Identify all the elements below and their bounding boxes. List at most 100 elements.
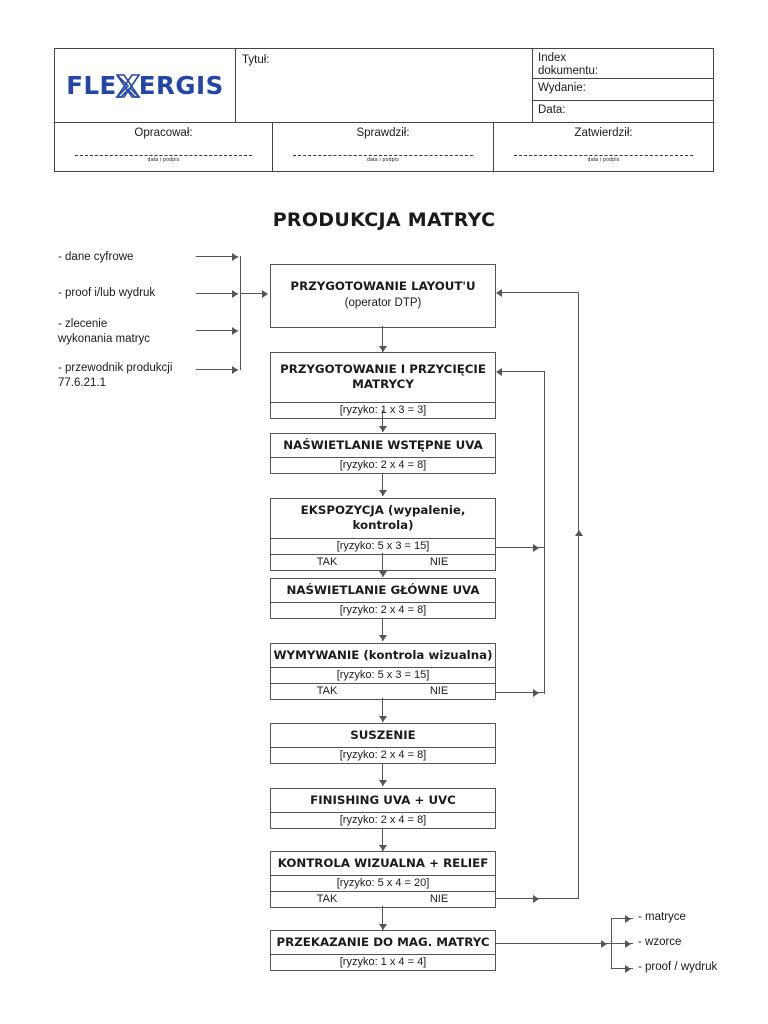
- wydanie-field[interactable]: Wydanie:: [533, 79, 713, 101]
- process-box-risk: [ryzyko: 1 x 3 = 3]: [271, 401, 495, 418]
- decision-yes[interactable]: TAK: [316, 555, 338, 568]
- input-merge-arrow-head: [262, 289, 268, 298]
- signature-cell-opracowal[interactable]: Opracował: data i podpis: [55, 123, 273, 171]
- feedback-line-vertical-inner-lower: [544, 548, 546, 694]
- process-box-risk: [ryzyko: 1 x 4 = 4]: [271, 954, 495, 970]
- x-mark-icon: [114, 73, 141, 99]
- input-arrow-head: [232, 365, 238, 374]
- flow-line: [382, 764, 384, 786]
- input-connector-line: [196, 330, 238, 332]
- flow-line: [382, 410, 384, 432]
- decision-no[interactable]: NIE: [429, 555, 449, 568]
- decision-no[interactable]: NIE: [429, 893, 449, 906]
- input-label-dane-cyfrowe: - dane cyfrowe: [58, 251, 134, 263]
- process-box-naswietlanie-wstepne[interactable]: NAŚWIETLANIE WSTĘPNE UVA [ryzyko: 2 x 4 …: [270, 433, 496, 475]
- process-box-ekspozycja[interactable]: EKSPOZYCJA (wypalenie, kontrola) [ryzyko…: [270, 498, 496, 571]
- signature-dashed-line: [292, 155, 474, 156]
- process-box-sub-text: (operator DTP): [344, 297, 422, 310]
- flow-line: [382, 829, 384, 851]
- signature-sub-label: data i podpis: [366, 157, 400, 163]
- decision-yes[interactable]: TAK: [316, 893, 338, 906]
- flow-arrow-head: [379, 845, 387, 851]
- output-arrow-head: [625, 914, 631, 923]
- flow-line: [382, 906, 384, 930]
- signature-row: Opracował: data i podpis Sprawdził: data…: [55, 123, 713, 171]
- signature-cell-zatwierdzil[interactable]: Zatwierdził: data i podpis: [494, 123, 713, 171]
- signature-title: Opracował:: [134, 127, 193, 139]
- logo-text-left: FLE: [66, 71, 117, 100]
- flow-arrow-head: [379, 346, 387, 352]
- signature-sub-label: data i podpis: [587, 157, 620, 163]
- document-header-table: FLE ERGIS Tytuł: Index dokumentu: Wydani…: [54, 48, 714, 172]
- process-box-risk: [ryzyko: 2 x 4 = 8]: [271, 747, 495, 763]
- flow-arrow-head: [379, 924, 387, 930]
- flow-arrow-head: [379, 780, 387, 786]
- header-meta-column: Index dokumentu: Wydanie: Data:: [533, 49, 713, 122]
- decision-row: TAK NIE: [271, 683, 495, 699]
- input-connector-line: [196, 256, 238, 258]
- feedback-line-to-matrycy: [500, 371, 545, 373]
- input-arrow-head: [232, 252, 238, 261]
- feedback-arrow-head: [533, 688, 539, 697]
- process-box-naswietlanie-glowne[interactable]: NAŚWIETLANIE GŁÓWNE UVA [ryzyko: 2 x 4 =…: [270, 578, 496, 620]
- header-top-row: FLE ERGIS Tytuł: Index dokumentu: Wydani…: [55, 49, 713, 123]
- decision-yes[interactable]: TAK: [316, 685, 338, 698]
- output-label-matryce: - matryce: [638, 911, 686, 923]
- input-arrow-head: [232, 326, 238, 335]
- process-box-title: SUSZENIE: [350, 728, 416, 742]
- decision-no[interactable]: NIE: [429, 685, 449, 698]
- output-arrow-head: [625, 964, 631, 973]
- process-box-layout[interactable]: PRZYGOTOWANIE LAYOUT'U (operator DTP): [270, 264, 496, 329]
- input-label-proof-wydruk: - proof i/lub wydruk: [58, 287, 156, 299]
- flow-arrow-head: [379, 716, 387, 722]
- flow-arrow-head: [379, 571, 387, 577]
- index-dokumentu-field[interactable]: Index dokumentu:: [533, 49, 713, 79]
- feedback-arrow-head-up: [575, 530, 583, 536]
- process-box-risk: [ryzyko: 2 x 4 = 8]: [271, 457, 495, 473]
- feedback-arrow-head: [496, 367, 502, 376]
- process-box-przekazanie[interactable]: PRZEKAZANIE DO MAG. MATRYC [ryzyko: 1 x …: [270, 930, 496, 972]
- input-label-zlecenie: - zlecenie wykonania matryc: [58, 318, 151, 345]
- output-label-proof-wydruk: - proof / wydruk: [638, 961, 718, 973]
- process-box-title: FINISHING UVA + UVC: [310, 793, 456, 807]
- process-box-title: WYMYWANIE (kontrola wizualna): [273, 648, 493, 662]
- flexergis-logo-wordmark: FLE ERGIS: [66, 71, 224, 100]
- process-box-title: NAŚWIETLANIE GŁÓWNE UVA: [286, 583, 480, 597]
- company-logo: FLE ERGIS: [55, 49, 236, 122]
- process-box-kontrola-relief[interactable]: KONTROLA WIZUALNA + RELIEF [ryzyko: 5 x …: [270, 851, 496, 909]
- data-field[interactable]: Data:: [533, 101, 713, 122]
- process-box-head-text: PRZYGOTOWANIE LAYOUT'U: [290, 279, 476, 293]
- flow-line: [382, 698, 384, 722]
- flow-line: [382, 326, 384, 352]
- feedback-line-vertical-outer: [578, 292, 580, 899]
- output-arrow-head: [625, 939, 631, 948]
- process-box-przygotowanie-matrycy[interactable]: PRZYGOTOWANIE I PRZYCIĘCIE MATRYCY [ryzy…: [270, 352, 496, 419]
- process-box-title: PRZEKAZANIE DO MAG. MATRYC: [276, 935, 490, 949]
- signature-title: Zatwierdził:: [574, 127, 633, 139]
- wydanie-label: Wydanie:: [538, 82, 586, 94]
- feedback-line-wymywanie: [496, 692, 545, 694]
- flow-line: [382, 474, 384, 496]
- data-label: Data:: [538, 103, 566, 116]
- signature-cell-sprawdzil[interactable]: Sprawdził: data i podpis: [273, 123, 494, 171]
- process-box-wymywanie[interactable]: WYMYWANIE (kontrola wizualna) [ryzyko: 5…: [270, 643, 496, 701]
- output-arrow-head: [601, 939, 607, 948]
- input-merge-line: [240, 293, 266, 295]
- signature-title: Sprawdził:: [356, 127, 410, 139]
- feedback-arrow-head: [496, 288, 502, 297]
- input-label-przewodnik: - przewodnik produkcji 77.6.21.1: [58, 362, 173, 389]
- output-line-proof: [611, 968, 633, 970]
- process-box-risk: [ryzyko: 5 x 4 = 20]: [271, 875, 495, 891]
- process-box-title: NAŚWIETLANIE WSTĘPNE UVA: [283, 438, 483, 452]
- tytul-field[interactable]: Tytuł:: [236, 49, 533, 122]
- process-box-risk: [ryzyko: 5 x 3 = 15]: [271, 537, 495, 554]
- logo-text-right: ERGIS: [138, 71, 224, 100]
- index-dokumentu-label: Index dokumentu:: [538, 52, 599, 78]
- feedback-line-vertical-inner: [544, 371, 546, 548]
- process-box-title: KONTROLA WIZUALNA + RELIEF: [277, 856, 489, 870]
- output-label-wzorce: - wzorce: [638, 936, 682, 948]
- process-box-suszenie[interactable]: SUSZENIE [ryzyko: 2 x 4 = 8]: [270, 723, 496, 765]
- process-box-risk: [ryzyko: 2 x 4 = 8]: [271, 812, 495, 828]
- process-box-title: PRZYGOTOWANIE LAYOUT'U (operator DTP): [271, 265, 495, 327]
- process-box-finishing[interactable]: FINISHING UVA + UVC [ryzyko: 2 x 4 = 8]: [270, 788, 496, 830]
